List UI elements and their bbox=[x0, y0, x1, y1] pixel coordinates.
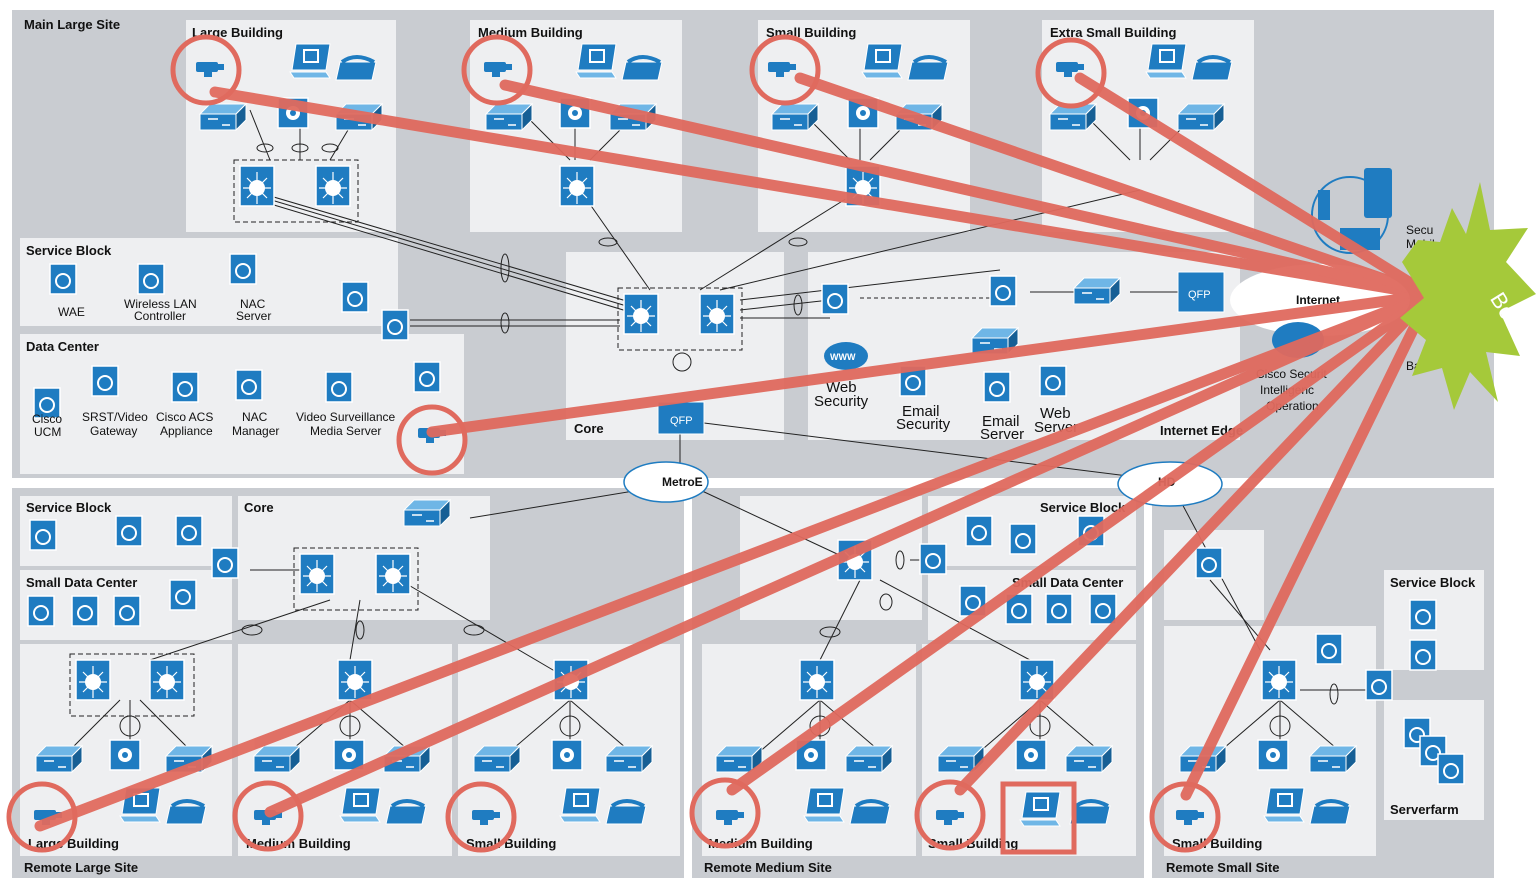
svg-text:Web: Web bbox=[826, 379, 857, 396]
svg-text:UCM: UCM bbox=[34, 425, 61, 439]
svg-text:Service Block: Service Block bbox=[26, 500, 112, 515]
svg-text:Serverfarm: Serverfarm bbox=[1390, 802, 1459, 817]
svg-text:QFP: QFP bbox=[670, 415, 693, 427]
svg-text:Web: Web bbox=[1040, 405, 1071, 422]
svg-text:Gateway: Gateway bbox=[90, 424, 137, 438]
cloud-metroe: MetroE bbox=[623, 461, 709, 503]
target-highlight-circles bbox=[6, 34, 1221, 855]
svg-text:Manager: Manager bbox=[232, 424, 279, 438]
attack-lines bbox=[34, 72, 1436, 832]
svg-text:Service Block: Service Block bbox=[1040, 500, 1126, 515]
www-icon bbox=[824, 342, 868, 370]
svg-text:Small Data Center: Small Data Center bbox=[26, 575, 137, 590]
svg-text:Data Center: Data Center bbox=[26, 339, 99, 354]
svg-text:Remote Small Site: Remote Small Site bbox=[1166, 860, 1279, 875]
svg-text:Core: Core bbox=[244, 500, 274, 515]
svg-text:QFP: QFP bbox=[1188, 289, 1211, 301]
svg-text:Media Server: Media Server bbox=[310, 424, 381, 438]
svg-text:Email: Email bbox=[902, 403, 940, 420]
svg-text:Controller: Controller bbox=[134, 309, 186, 323]
svg-text:SRST/Video: SRST/Video bbox=[82, 410, 148, 424]
svg-text:Email: Email bbox=[982, 413, 1020, 430]
svg-text:Internet Edge: Internet Edge bbox=[1160, 423, 1243, 438]
svg-text:MetroE: MetroE bbox=[662, 475, 703, 489]
svg-text:Server: Server bbox=[980, 426, 1024, 443]
svg-text:Wireless LAN: Wireless LAN bbox=[124, 297, 197, 311]
svg-text:Server: Server bbox=[236, 309, 271, 323]
block-data-center bbox=[20, 334, 464, 474]
svg-text:Service Block: Service Block bbox=[1390, 575, 1476, 590]
svg-text:Core: Core bbox=[574, 421, 604, 436]
svg-text:Extra Small Building: Extra Small Building bbox=[1050, 25, 1176, 40]
svg-text:Remote Large Site: Remote Large Site bbox=[24, 860, 138, 875]
svg-text:Appliance: Appliance bbox=[160, 424, 213, 438]
svg-text:Security: Security bbox=[896, 416, 951, 433]
svg-text:Main Large Site: Main Large Site bbox=[24, 17, 120, 32]
svg-text:Security: Security bbox=[814, 393, 869, 410]
svg-text:NAC: NAC bbox=[242, 410, 268, 424]
svg-text:Cisco ACS: Cisco ACS bbox=[156, 410, 213, 424]
qfp-router-icon: QFP QFP bbox=[657, 271, 1225, 435]
svg-text:Remote Medium Site: Remote Medium Site bbox=[704, 860, 832, 875]
svg-text:NAC: NAC bbox=[240, 297, 266, 311]
cellphone-icon bbox=[1318, 190, 1330, 220]
svg-text:Secu: Secu bbox=[1406, 223, 1433, 237]
svg-text:Video Surveillance: Video Surveillance bbox=[296, 410, 396, 424]
svg-text:Service Block: Service Block bbox=[26, 243, 112, 258]
svg-text:WWW: WWW bbox=[830, 352, 856, 362]
svg-text:Cisco: Cisco bbox=[32, 412, 62, 426]
block-service-block bbox=[20, 238, 398, 326]
smartphone-icon bbox=[1364, 168, 1392, 218]
svg-text:WAE: WAE bbox=[58, 305, 85, 319]
svg-text:Small Data Center: Small Data Center bbox=[1012, 575, 1123, 590]
